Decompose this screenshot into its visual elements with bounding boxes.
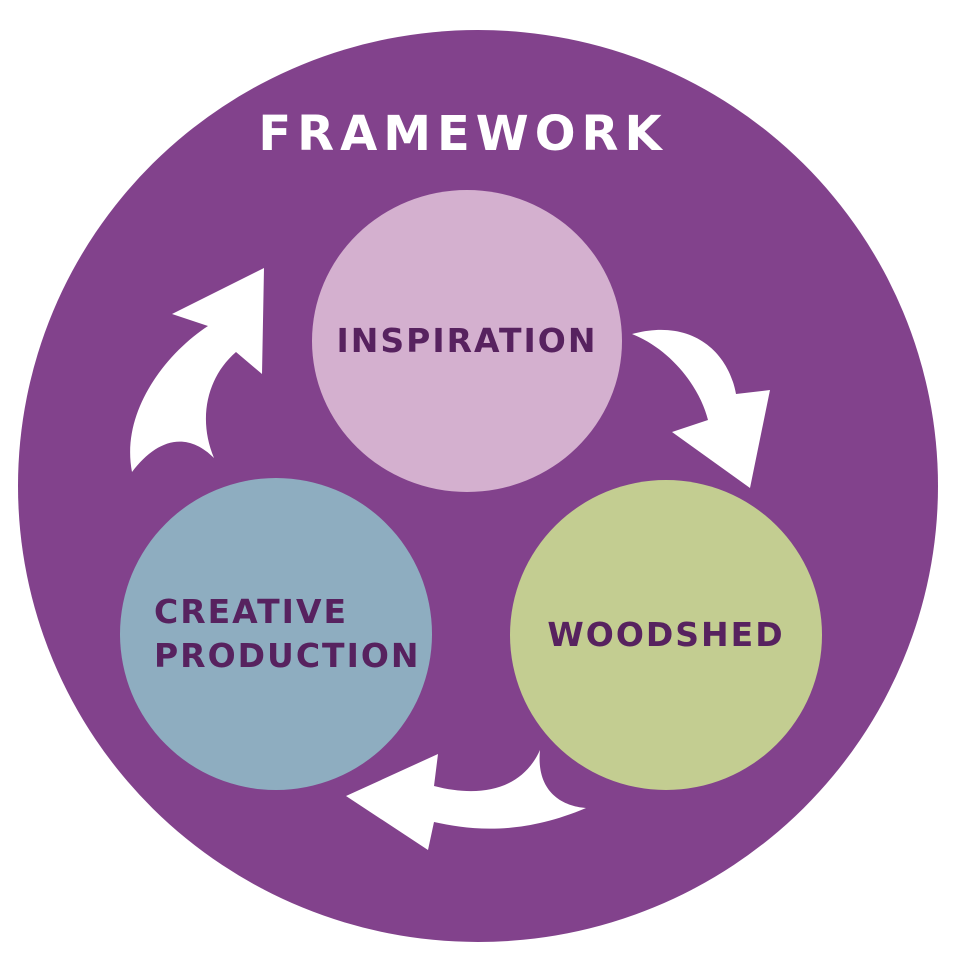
woodshed-label: WOODSHED <box>547 615 785 654</box>
inspiration-node: INSPIRATION <box>312 190 622 492</box>
arrow-woodshed-to-creative-icon <box>346 750 586 850</box>
woodshed-node: WOODSHED <box>510 480 822 790</box>
creative-production-label-line1: CREATIVE <box>154 592 349 631</box>
arrow-inspiration-to-woodshed-icon <box>632 329 770 488</box>
creative-production-node: CREATIVE PRODUCTION <box>120 478 432 790</box>
creative-production-label: CREATIVE PRODUCTION <box>126 590 426 678</box>
arrow-creative-to-inspiration-icon <box>130 268 264 472</box>
framework-title: FRAMEWORK <box>258 106 668 162</box>
creative-production-label-line2: PRODUCTION <box>154 636 421 675</box>
inspiration-label: INSPIRATION <box>336 321 598 360</box>
